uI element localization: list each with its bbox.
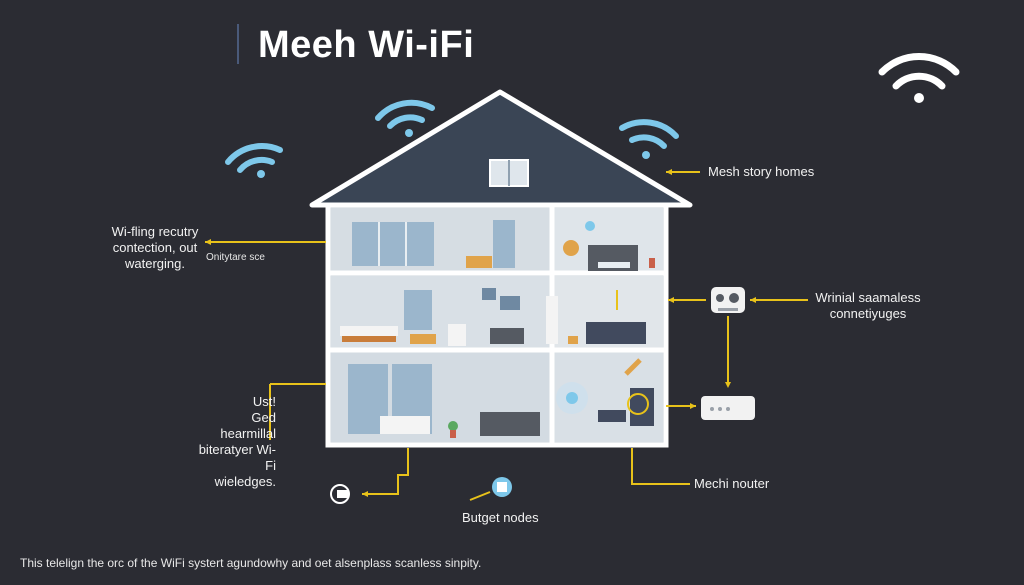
wifi-icon xyxy=(878,53,960,103)
label-right-middle: Wrinial saamaless connetiyuges xyxy=(815,290,921,321)
label-mesh-router: Mechi nouter xyxy=(694,476,770,491)
wifi-icon xyxy=(375,99,435,137)
label-top-left-small: Onitytare sce xyxy=(206,252,265,263)
wifi-icon xyxy=(225,143,283,178)
node-icon xyxy=(492,477,512,497)
label-mesh-story: Mesh story homes xyxy=(708,164,815,179)
page-title: Meeh Wi-iFi xyxy=(258,24,475,66)
label-budget-nodes: Butget nodes xyxy=(462,510,539,525)
node-icon xyxy=(330,484,350,504)
wifi-icon xyxy=(619,119,679,159)
label-bottom-left: Ust! Ged hearmillal biteratyer Wi-Fi wie… xyxy=(198,394,276,489)
node-icon xyxy=(711,287,745,313)
router-icon xyxy=(701,396,755,420)
roof xyxy=(309,89,693,208)
label-top-left: Wi-fling recutry contection, out watergi… xyxy=(111,224,199,271)
caption: This telelign the orc of the WiFi syster… xyxy=(20,556,482,570)
title-accent xyxy=(237,24,239,64)
